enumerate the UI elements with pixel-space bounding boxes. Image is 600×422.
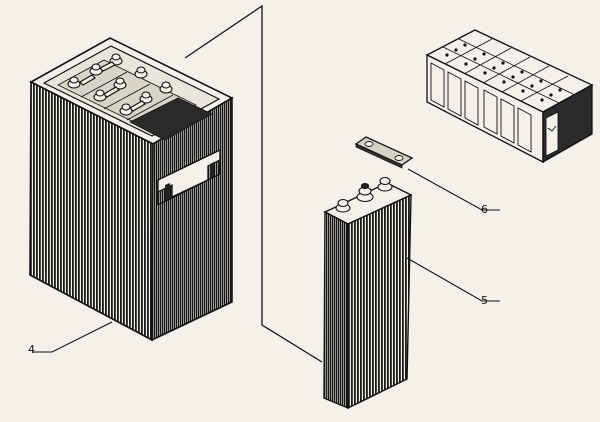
assembly-leader-line	[184, 4, 323, 363]
battery-cell	[323, 176, 413, 410]
crate-connector-bars	[79, 61, 146, 112]
label-connector: 6	[481, 203, 488, 216]
label-crate: 4	[28, 343, 35, 356]
battery-pack-assembly	[425, 29, 594, 164]
leader-line-6	[407, 168, 500, 211]
pack-cell-grid	[442, 38, 576, 104]
leader-line-4	[32, 321, 113, 353]
pack-terminals	[445, 43, 562, 102]
cell-terminals	[335, 176, 393, 213]
pack-front-cells	[430, 62, 532, 153]
cell-side-face	[347, 193, 412, 410]
battery-crate	[29, 37, 234, 342]
crate-handle	[157, 148, 221, 206]
leader-line-5	[406, 257, 500, 302]
connector-plate	[354, 136, 414, 169]
cell-front-face	[323, 210, 349, 410]
label-cell: 5	[481, 294, 488, 307]
